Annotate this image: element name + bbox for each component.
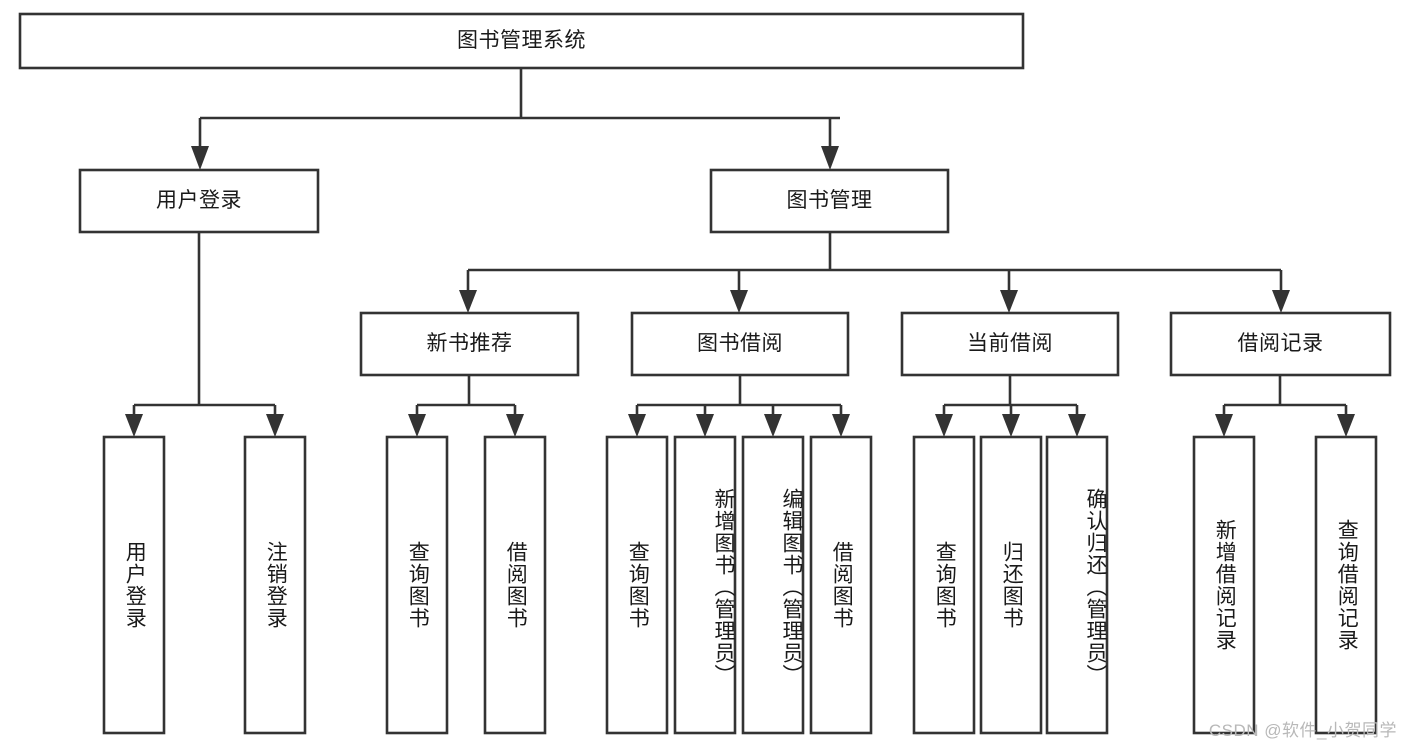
arrow-head-book-borrow (730, 290, 748, 313)
csdn-watermark: CSDN @软件_小贺同学 (1208, 721, 1397, 740)
edges-borrow-record-to-leaves (1215, 375, 1355, 437)
node-box-leaf-query-book-1[interactable] (385, 435, 449, 735)
node-box-leaf-return-book[interactable] (979, 435, 1043, 735)
arrow-head-leaf-add-record (1215, 414, 1233, 437)
node-box-leaf-confirm-return[interactable] (1045, 435, 1109, 735)
arrow-head-leaf-return-book (1002, 414, 1020, 437)
node-box-leaf-borrow-book-1[interactable] (483, 435, 547, 735)
node-box-leaf-user-login[interactable] (102, 435, 166, 735)
edges-new-book-recommend-to-leaves (408, 375, 524, 437)
node-box-leaf-query-book-3[interactable] (912, 435, 976, 735)
node-box-leaf-borrow-book-2[interactable] (809, 435, 873, 735)
arrow-head-leaf-query-book-1 (408, 414, 426, 437)
edges-current-borrow-to-leaves (935, 375, 1086, 437)
node-box-book-borrow[interactable] (630, 311, 850, 377)
arrow-head-leaf-user-login (125, 414, 143, 437)
node-box-leaf-edit-book[interactable] (741, 435, 805, 735)
node-box-borrow-record[interactable] (1169, 311, 1392, 377)
edges-book-management-to-level3 (459, 232, 1290, 313)
edges-book-borrow-to-leaves (628, 375, 850, 437)
arrow-head-leaf-borrow-book-1 (506, 414, 524, 437)
arrow-head-leaf-query-book-3 (935, 414, 953, 437)
arrow-head-leaf-borrow-book-2 (832, 414, 850, 437)
node-box-leaf-add-record[interactable] (1192, 435, 1256, 735)
edges-root-to-level2 (191, 68, 840, 170)
arrow-head-leaf-logout-login (266, 414, 284, 437)
arrow-head-book-management (821, 146, 839, 170)
arrow-head-leaf-confirm-return (1068, 414, 1086, 437)
node-box-current-borrow[interactable] (900, 311, 1120, 377)
node-box-root[interactable] (18, 12, 1025, 70)
arrow-head-user-login (191, 146, 209, 170)
arrow-head-new-book-recommend (459, 290, 477, 313)
node-box-book-management[interactable] (709, 168, 950, 234)
node-box-new-book-recommend[interactable] (359, 311, 580, 377)
arrow-head-leaf-edit-book (764, 414, 782, 437)
arrow-head-leaf-query-record (1337, 414, 1355, 437)
arrow-head-leaf-add-book (696, 414, 714, 437)
node-box-leaf-add-book[interactable] (673, 435, 737, 735)
arrow-head-current-borrow (1000, 290, 1018, 313)
node-box-user-login[interactable] (78, 168, 320, 234)
arrow-head-leaf-query-book-2 (628, 414, 646, 437)
node-box-leaf-logout-login[interactable] (243, 435, 307, 735)
node-box-leaf-query-record[interactable] (1314, 435, 1378, 735)
edges-user-login-to-leaves (125, 232, 284, 437)
node-box-leaf-query-book-2[interactable] (605, 435, 669, 735)
arrow-head-borrow-record (1272, 290, 1290, 313)
